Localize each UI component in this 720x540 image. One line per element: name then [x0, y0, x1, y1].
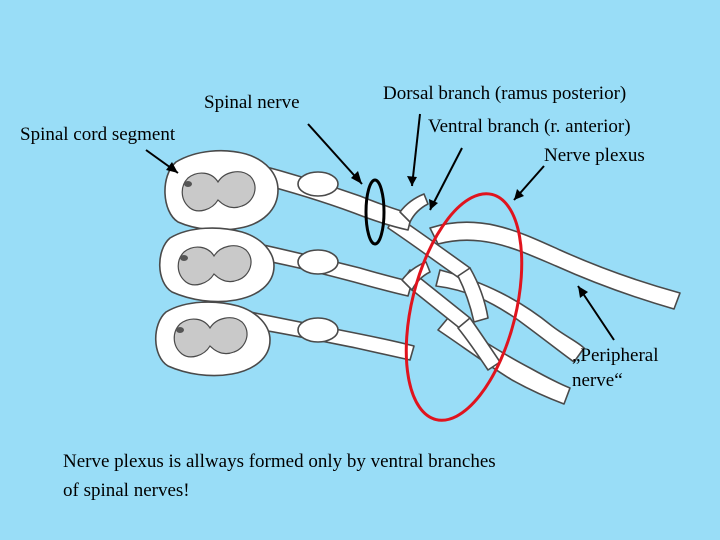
- plexus-branch-4: [457, 317, 501, 371]
- arrow-ventral-branch: [429, 147, 463, 211]
- grey-matter-1: [181, 171, 256, 212]
- arrowheads: [166, 162, 588, 298]
- note-line-1: Nerve plexus is allways formed only by v…: [63, 451, 496, 472]
- label-nerve-plexus: Nerve plexus: [544, 145, 645, 166]
- note-line-2: of spinal nerves!: [63, 480, 190, 501]
- label-spinal-nerve: Spinal nerve: [204, 92, 300, 113]
- spinal-nerve-highlight-black: [364, 178, 386, 246]
- dorsal-branch-1: [399, 193, 429, 223]
- peripheral-nerve-upper: [429, 221, 681, 310]
- central-canal-dots: [176, 181, 192, 333]
- label-spinal-cord-segment: Spinal cord segment: [20, 124, 176, 145]
- label-dorsal-branch: Dorsal branch (ramus posterior): [383, 83, 627, 104]
- arrow-spinal-nerve: [307, 123, 363, 185]
- label-peripheral-nerve-line2: nerve“: [572, 370, 623, 391]
- spinal-ganglion-1: [297, 171, 339, 197]
- grey-matter-3: [173, 317, 248, 358]
- plexus-branch-2: [457, 267, 489, 323]
- arrow-dorsal-branch: [411, 113, 421, 187]
- label-ventral-branch: Ventral branch (r. anterior): [428, 116, 631, 137]
- nerve-plexus-highlight-red: [404, 192, 524, 422]
- spinal-ganglion-2: [297, 249, 339, 275]
- grey-matter-2: [177, 245, 252, 286]
- grey-matter-shapes: [173, 171, 256, 358]
- spinal-ganglion-3: [297, 317, 339, 343]
- label-peripheral-nerve-line1: „Peripheral: [572, 345, 659, 366]
